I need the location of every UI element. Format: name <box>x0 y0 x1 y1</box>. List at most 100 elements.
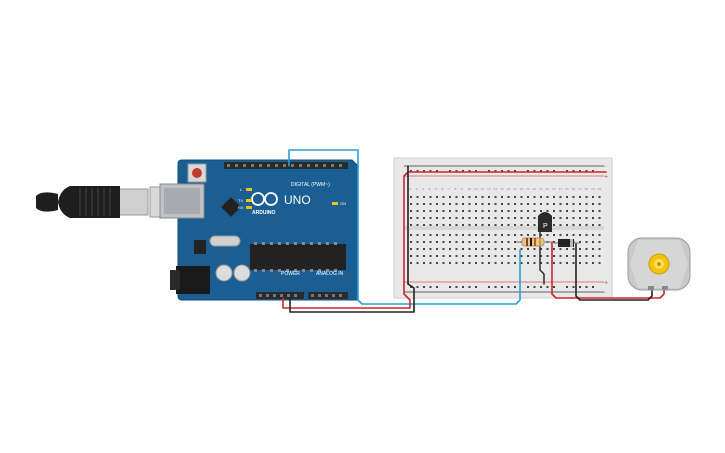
breadboard-hole[interactable] <box>553 217 555 219</box>
breadboard-hole[interactable] <box>462 234 464 236</box>
breadboard-hole[interactable] <box>527 234 529 236</box>
breadboard-hole[interactable] <box>475 203 477 205</box>
breadboard-hole[interactable] <box>462 262 464 264</box>
breadboard-hole[interactable] <box>429 234 432 236</box>
breadboard-hole[interactable] <box>540 262 542 264</box>
breadboard-hole[interactable] <box>572 203 575 205</box>
breadboard-hole[interactable] <box>527 224 529 226</box>
rail-hole[interactable] <box>475 286 477 288</box>
breadboard-hole[interactable] <box>494 234 497 236</box>
rail-hole[interactable] <box>488 286 490 288</box>
breadboard-hole[interactable] <box>436 262 438 264</box>
breadboard-hole[interactable] <box>410 217 412 219</box>
breadboard-hole[interactable] <box>546 203 549 205</box>
breadboard-hole[interactable] <box>559 234 562 236</box>
breadboard-hole[interactable] <box>566 203 568 205</box>
breadboard-hole[interactable] <box>540 203 542 205</box>
breadboard-hole[interactable] <box>481 210 484 212</box>
breadboard-hole[interactable] <box>462 210 464 212</box>
breadboard-hole[interactable] <box>468 224 471 226</box>
rail-hole[interactable] <box>585 286 588 288</box>
breadboard-hole[interactable] <box>423 196 425 198</box>
breadboard-hole[interactable] <box>579 248 581 250</box>
breadboard-hole[interactable] <box>462 255 464 257</box>
breadboard-hole[interactable] <box>481 255 484 257</box>
breadboard-hole[interactable] <box>436 210 438 212</box>
breadboard-hole[interactable] <box>540 248 542 250</box>
breadboard-hole[interactable] <box>481 203 484 205</box>
rail-hole[interactable] <box>579 286 581 288</box>
breadboard-hole[interactable] <box>442 255 445 257</box>
breadboard-hole[interactable] <box>585 224 588 226</box>
breadboard-hole[interactable] <box>468 255 471 257</box>
breadboard-hole[interactable] <box>527 248 529 250</box>
breadboard-hole[interactable] <box>572 217 575 219</box>
breadboard-hole[interactable] <box>579 234 581 236</box>
breadboard-hole[interactable] <box>572 248 575 250</box>
breadboard-hole[interactable] <box>501 255 503 257</box>
breadboard-hole[interactable] <box>442 224 445 226</box>
rail-hole[interactable] <box>507 170 510 172</box>
breadboard-hole[interactable] <box>501 234 503 236</box>
breadboard-hole[interactable] <box>494 248 497 250</box>
breadboard-hole[interactable] <box>468 210 471 212</box>
breadboard-hole[interactable] <box>488 224 490 226</box>
breadboard-hole[interactable] <box>455 234 458 236</box>
breadboard-hole[interactable] <box>546 248 549 250</box>
breadboard-hole[interactable] <box>494 241 497 243</box>
breadboard-hole[interactable] <box>579 241 581 243</box>
breadboard-hole[interactable] <box>410 203 412 205</box>
breadboard-hole[interactable] <box>533 196 536 198</box>
breadboard-hole[interactable] <box>514 217 516 219</box>
breadboard-hole[interactable] <box>501 203 503 205</box>
breadboard-hole[interactable] <box>481 196 484 198</box>
breadboard-hole[interactable] <box>572 196 575 198</box>
rail-hole[interactable] <box>429 170 432 172</box>
breadboard-hole[interactable] <box>592 203 594 205</box>
breadboard-hole[interactable] <box>494 203 497 205</box>
breadboard-hole[interactable] <box>514 203 516 205</box>
breadboard-hole[interactable] <box>585 210 588 212</box>
breadboard-hole[interactable] <box>559 262 562 264</box>
breadboard-hole[interactable] <box>481 248 484 250</box>
breadboard-hole[interactable] <box>507 248 510 250</box>
breadboard-hole[interactable] <box>416 210 419 212</box>
breadboard-hole[interactable] <box>566 234 568 236</box>
breadboard-hole[interactable] <box>540 255 542 257</box>
breadboard-hole[interactable] <box>514 210 516 212</box>
rail-hole[interactable] <box>468 170 471 172</box>
rail-hole[interactable] <box>416 286 419 288</box>
breadboard-hole[interactable] <box>449 224 451 226</box>
breadboard-hole[interactable] <box>514 241 516 243</box>
breadboard-hole[interactable] <box>592 196 594 198</box>
breadboard-hole[interactable] <box>520 196 523 198</box>
transistor[interactable]: P <box>538 212 552 232</box>
breadboard-hole[interactable] <box>416 196 419 198</box>
breadboard-hole[interactable] <box>592 241 594 243</box>
breadboard-hole[interactable] <box>488 255 490 257</box>
rail-hole[interactable] <box>429 286 432 288</box>
rail-hole[interactable] <box>540 170 542 172</box>
breadboard-hole[interactable] <box>475 196 477 198</box>
breadboard-hole[interactable] <box>585 255 588 257</box>
breadboard-hole[interactable] <box>579 255 581 257</box>
breadboard-hole[interactable] <box>527 196 529 198</box>
breadboard-hole[interactable] <box>488 210 490 212</box>
breadboard-hole[interactable] <box>507 210 510 212</box>
breadboard-hole[interactable] <box>488 196 490 198</box>
breadboard-hole[interactable] <box>501 210 503 212</box>
breadboard-hole[interactable] <box>436 217 438 219</box>
rail-hole[interactable] <box>546 170 549 172</box>
breadboard-hole[interactable] <box>598 196 601 198</box>
breadboard-hole[interactable] <box>449 217 451 219</box>
breadboard-hole[interactable] <box>546 196 549 198</box>
breadboard-hole[interactable] <box>442 210 445 212</box>
dc-motor[interactable] <box>627 237 691 291</box>
breadboard-hole[interactable] <box>501 217 503 219</box>
breadboard-hole[interactable] <box>566 248 568 250</box>
breadboard-hole[interactable] <box>579 203 581 205</box>
breadboard-hole[interactable] <box>514 248 516 250</box>
rail-hole[interactable] <box>462 170 464 172</box>
breadboard-hole[interactable] <box>455 210 458 212</box>
